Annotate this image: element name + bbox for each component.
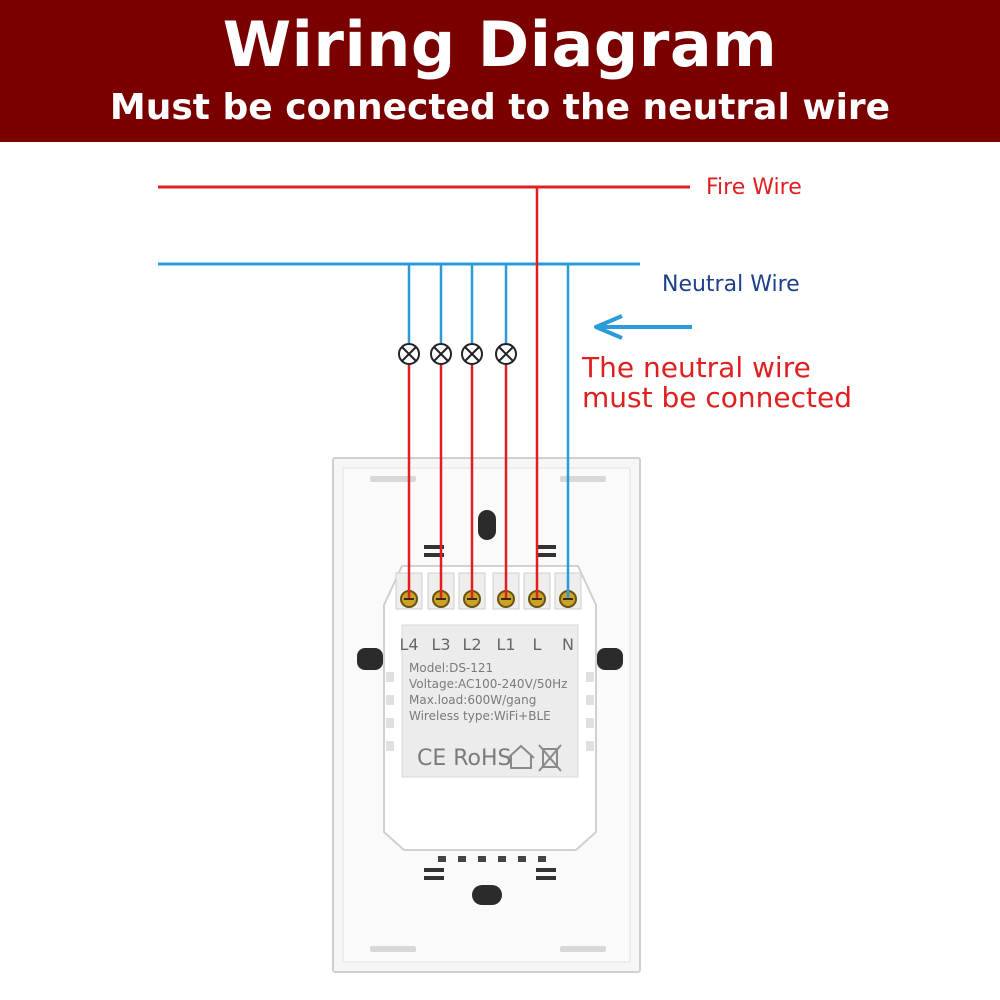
terminal-label: L2 — [462, 635, 481, 654]
terminal-labels: L4 L3 L2 L1 L N — [399, 635, 574, 654]
fire-wire-label: Fire Wire — [706, 175, 802, 200]
note-line-2: must be connected — [582, 381, 852, 414]
terminal-label: L4 — [399, 635, 418, 654]
certification-marks: CE RoHS — [417, 746, 512, 771]
screw-hole-bottom — [472, 885, 502, 905]
lamp-icon — [398, 343, 420, 365]
wiring-diagram: Fire Wire Neutral Wire The neutral wire … — [158, 175, 852, 973]
weee-bin-icon — [538, 744, 562, 772]
terminal-label: L — [533, 635, 542, 654]
terminal-label: L3 — [431, 635, 450, 654]
spec-voltage: Voltage:AC100-240V/50Hz — [409, 677, 567, 691]
page-title: Wiring Diagram — [222, 8, 778, 81]
neutral-wire-label: Neutral Wire — [662, 272, 800, 297]
page-subtitle: Must be connected to the neutral wire — [109, 87, 891, 128]
switch-plate — [332, 457, 641, 973]
left-arrow-icon — [594, 314, 692, 340]
wires — [158, 185, 690, 598]
spec-model: Model:DS-121 — [409, 661, 493, 675]
label-plate — [401, 624, 579, 778]
lamp-icon — [495, 343, 517, 365]
spec-max-load: Max.load:600W/gang — [409, 693, 536, 707]
lamps — [398, 343, 517, 365]
header-banner: Wiring Diagram Must be connected to the … — [0, 0, 1000, 142]
spec-wireless: Wireless type:WiFi+BLE — [409, 709, 551, 723]
screw-hole-top — [478, 510, 496, 540]
note-line-1: The neutral wire — [581, 351, 811, 384]
lamp-icon — [461, 343, 483, 365]
terminal-screws — [395, 572, 582, 610]
lamp-icon — [430, 343, 452, 365]
home-icon — [507, 744, 535, 769]
terminal-label: L1 — [496, 635, 515, 654]
terminal-label: N — [562, 635, 574, 654]
